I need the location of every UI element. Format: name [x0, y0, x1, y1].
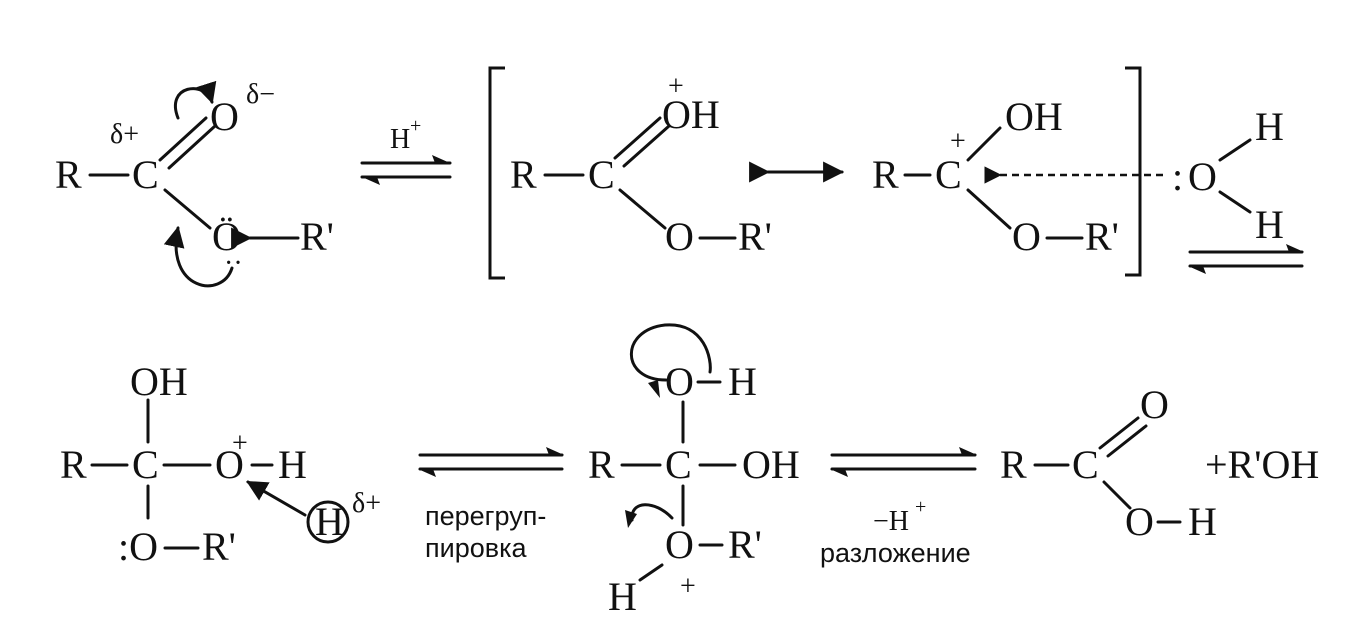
- res-a-oh: OH: [662, 92, 720, 137]
- adduct-ether-oxygen: :O: [118, 524, 158, 569]
- adduct-oxonium: O: [215, 442, 244, 487]
- byproduct-alcohol: +R'OH: [1205, 442, 1319, 487]
- eq2-back-head: [1188, 266, 1206, 274]
- tetrahedral-adduct: OH R C O + H :O R' H δ+: [60, 359, 381, 569]
- resonance-bracket-right: [1125, 66, 1142, 277]
- intermediate-r: R: [588, 442, 615, 487]
- adduct-circled-h: H: [315, 499, 344, 544]
- res-b-oh: OH: [1005, 94, 1063, 139]
- product-c-oh-bond: [1102, 480, 1132, 510]
- resonance-structure-b: R C + OH O R': [872, 94, 1168, 259]
- resonance-bracket-left: [488, 66, 505, 280]
- water-molecule: : O H H: [1172, 104, 1284, 247]
- product-r: R: [1000, 442, 1027, 487]
- ester-r: R: [55, 152, 82, 197]
- intermediate-h-bottom: H: [608, 574, 637, 619]
- ester-r-prime: R': [300, 214, 334, 259]
- water-oxygen: O: [1188, 154, 1217, 199]
- eq4-back-head: [830, 469, 848, 477]
- intermediate-o-top: O: [665, 359, 694, 404]
- ester-carbonyl-oxygen: O: [210, 94, 239, 139]
- curved-arrow-lone-pair: [163, 225, 234, 288]
- intermediate-curved-arrow-bottom-head: [625, 510, 637, 528]
- ester-co-single: [163, 188, 212, 230]
- res-b-ether-oxygen: O: [1012, 214, 1041, 259]
- product-oh-oxygen: O: [1125, 499, 1154, 544]
- eq-arrow-back-head: [362, 177, 380, 185]
- eq3-back-head: [418, 469, 436, 477]
- equilibrium-arrow-decomposition: −H + разложение: [820, 447, 977, 568]
- water-h-bottom: H: [1255, 202, 1284, 247]
- product-carbonyl-oxygen: O: [1140, 382, 1169, 427]
- adduct-r: R: [60, 442, 87, 487]
- product-oh-hydrogen: H: [1188, 499, 1217, 544]
- intermediate-o-h-bottom-bond: [638, 563, 664, 582]
- ester-co-double-1: [158, 116, 208, 162]
- curved-arrow-to-carbonyl-oxygen: [174, 80, 217, 120]
- water-lone-pair: :: [1172, 154, 1183, 199]
- res-a-r-prime: R': [738, 214, 772, 259]
- adduct-h: H: [278, 442, 307, 487]
- res-a-charge: +: [668, 71, 684, 102]
- equilibrium-arrow-rearrangement: перегруп- пировка: [418, 447, 564, 563]
- intermediate-curved-arrow-top: [629, 323, 712, 382]
- eq2-forward-head: [1286, 244, 1304, 252]
- equilibrium-arrow-protonation: H +: [360, 115, 452, 185]
- water-h-top: H: [1255, 104, 1284, 149]
- decomposition-reagent-charge: +: [915, 496, 926, 518]
- intermediate-curved-arrow-bottom: [630, 503, 674, 522]
- ester-molecule: R C δ+ O δ− Ö ·· R': [55, 79, 334, 288]
- ester-lone-pair: ··: [224, 248, 243, 279]
- res-b-r: R: [872, 152, 899, 197]
- rearrangement-label-2: пировка: [425, 533, 527, 563]
- res-b-co-single: [966, 188, 1012, 230]
- circled-h-ring: [306, 500, 350, 544]
- intermediate-o-bottom: O: [665, 522, 694, 567]
- res-b-carbon: C: [935, 152, 962, 197]
- decomposition-reagent: −H: [873, 506, 909, 537]
- res-a-co-double-1: [613, 116, 662, 160]
- reagent-h: H: [390, 124, 410, 155]
- water-oh-bond-top: [1218, 138, 1252, 162]
- res-a-ether-oxygen: O: [665, 214, 694, 259]
- res-a-co-single: [618, 188, 667, 230]
- eq4-forward-head: [959, 447, 977, 455]
- res-b-r-prime: R': [1085, 214, 1119, 259]
- water-oh-bond-bottom: [1218, 190, 1252, 214]
- resonance-structure-a: R C OH + O R': [510, 71, 772, 259]
- equilibrium-arrow-hydration: [1188, 244, 1304, 274]
- product-carbon: C: [1072, 442, 1099, 487]
- res-a-r: R: [510, 152, 537, 197]
- res-b-c-oh-bond: [966, 126, 1002, 162]
- adduct-charge: +: [232, 428, 248, 459]
- adduct-oh: OH: [130, 359, 188, 404]
- intermediate-h-top: H: [728, 359, 757, 404]
- res-a-carbon: C: [588, 152, 615, 197]
- ester-co-double-2: [167, 124, 217, 170]
- intermediate-carbon: C: [665, 442, 692, 487]
- decomposition-label: разложение: [820, 538, 971, 568]
- ester-delta-plus: δ+: [110, 119, 139, 150]
- ester-delta-minus: δ−: [246, 79, 275, 110]
- product-co-double-1: [1098, 416, 1140, 450]
- res-b-charge: +: [950, 126, 966, 157]
- eq3-forward-head: [546, 447, 564, 455]
- res-a-co-double-2: [622, 124, 671, 168]
- eq-arrow-forward-head: [432, 155, 450, 163]
- adduct-delta-plus: δ+: [352, 488, 381, 519]
- adduct-r-prime: R': [202, 524, 236, 569]
- intermediate-charge: +: [680, 571, 696, 602]
- proton-transfer-arrow: [246, 480, 307, 517]
- ester-carbon: C: [132, 152, 159, 197]
- product-co-double-2: [1106, 424, 1148, 458]
- carboxylic-acid-product: R C O O H +R'OH: [1000, 382, 1319, 544]
- intermediate-r-prime: R': [728, 522, 762, 567]
- intermediate-oh: OH: [742, 442, 800, 487]
- protonated-intermediate: O H R C OH O R' H +: [588, 323, 800, 619]
- intermediate-curved-arrow-top-head: [648, 380, 660, 398]
- reagent-h-charge: +: [410, 115, 421, 137]
- adduct-carbon: C: [132, 442, 159, 487]
- rearrangement-label-1: перегруп-: [425, 501, 546, 531]
